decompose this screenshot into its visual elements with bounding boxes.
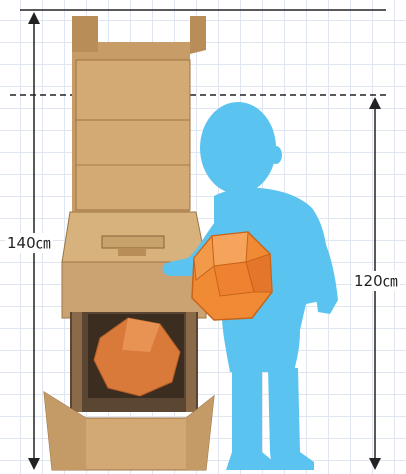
cardboard-box bbox=[43, 16, 215, 471]
height-label-box: 140㎝ bbox=[5, 233, 53, 253]
height-label-child: 120㎝ bbox=[352, 271, 400, 291]
orange-ball bbox=[191, 231, 273, 321]
